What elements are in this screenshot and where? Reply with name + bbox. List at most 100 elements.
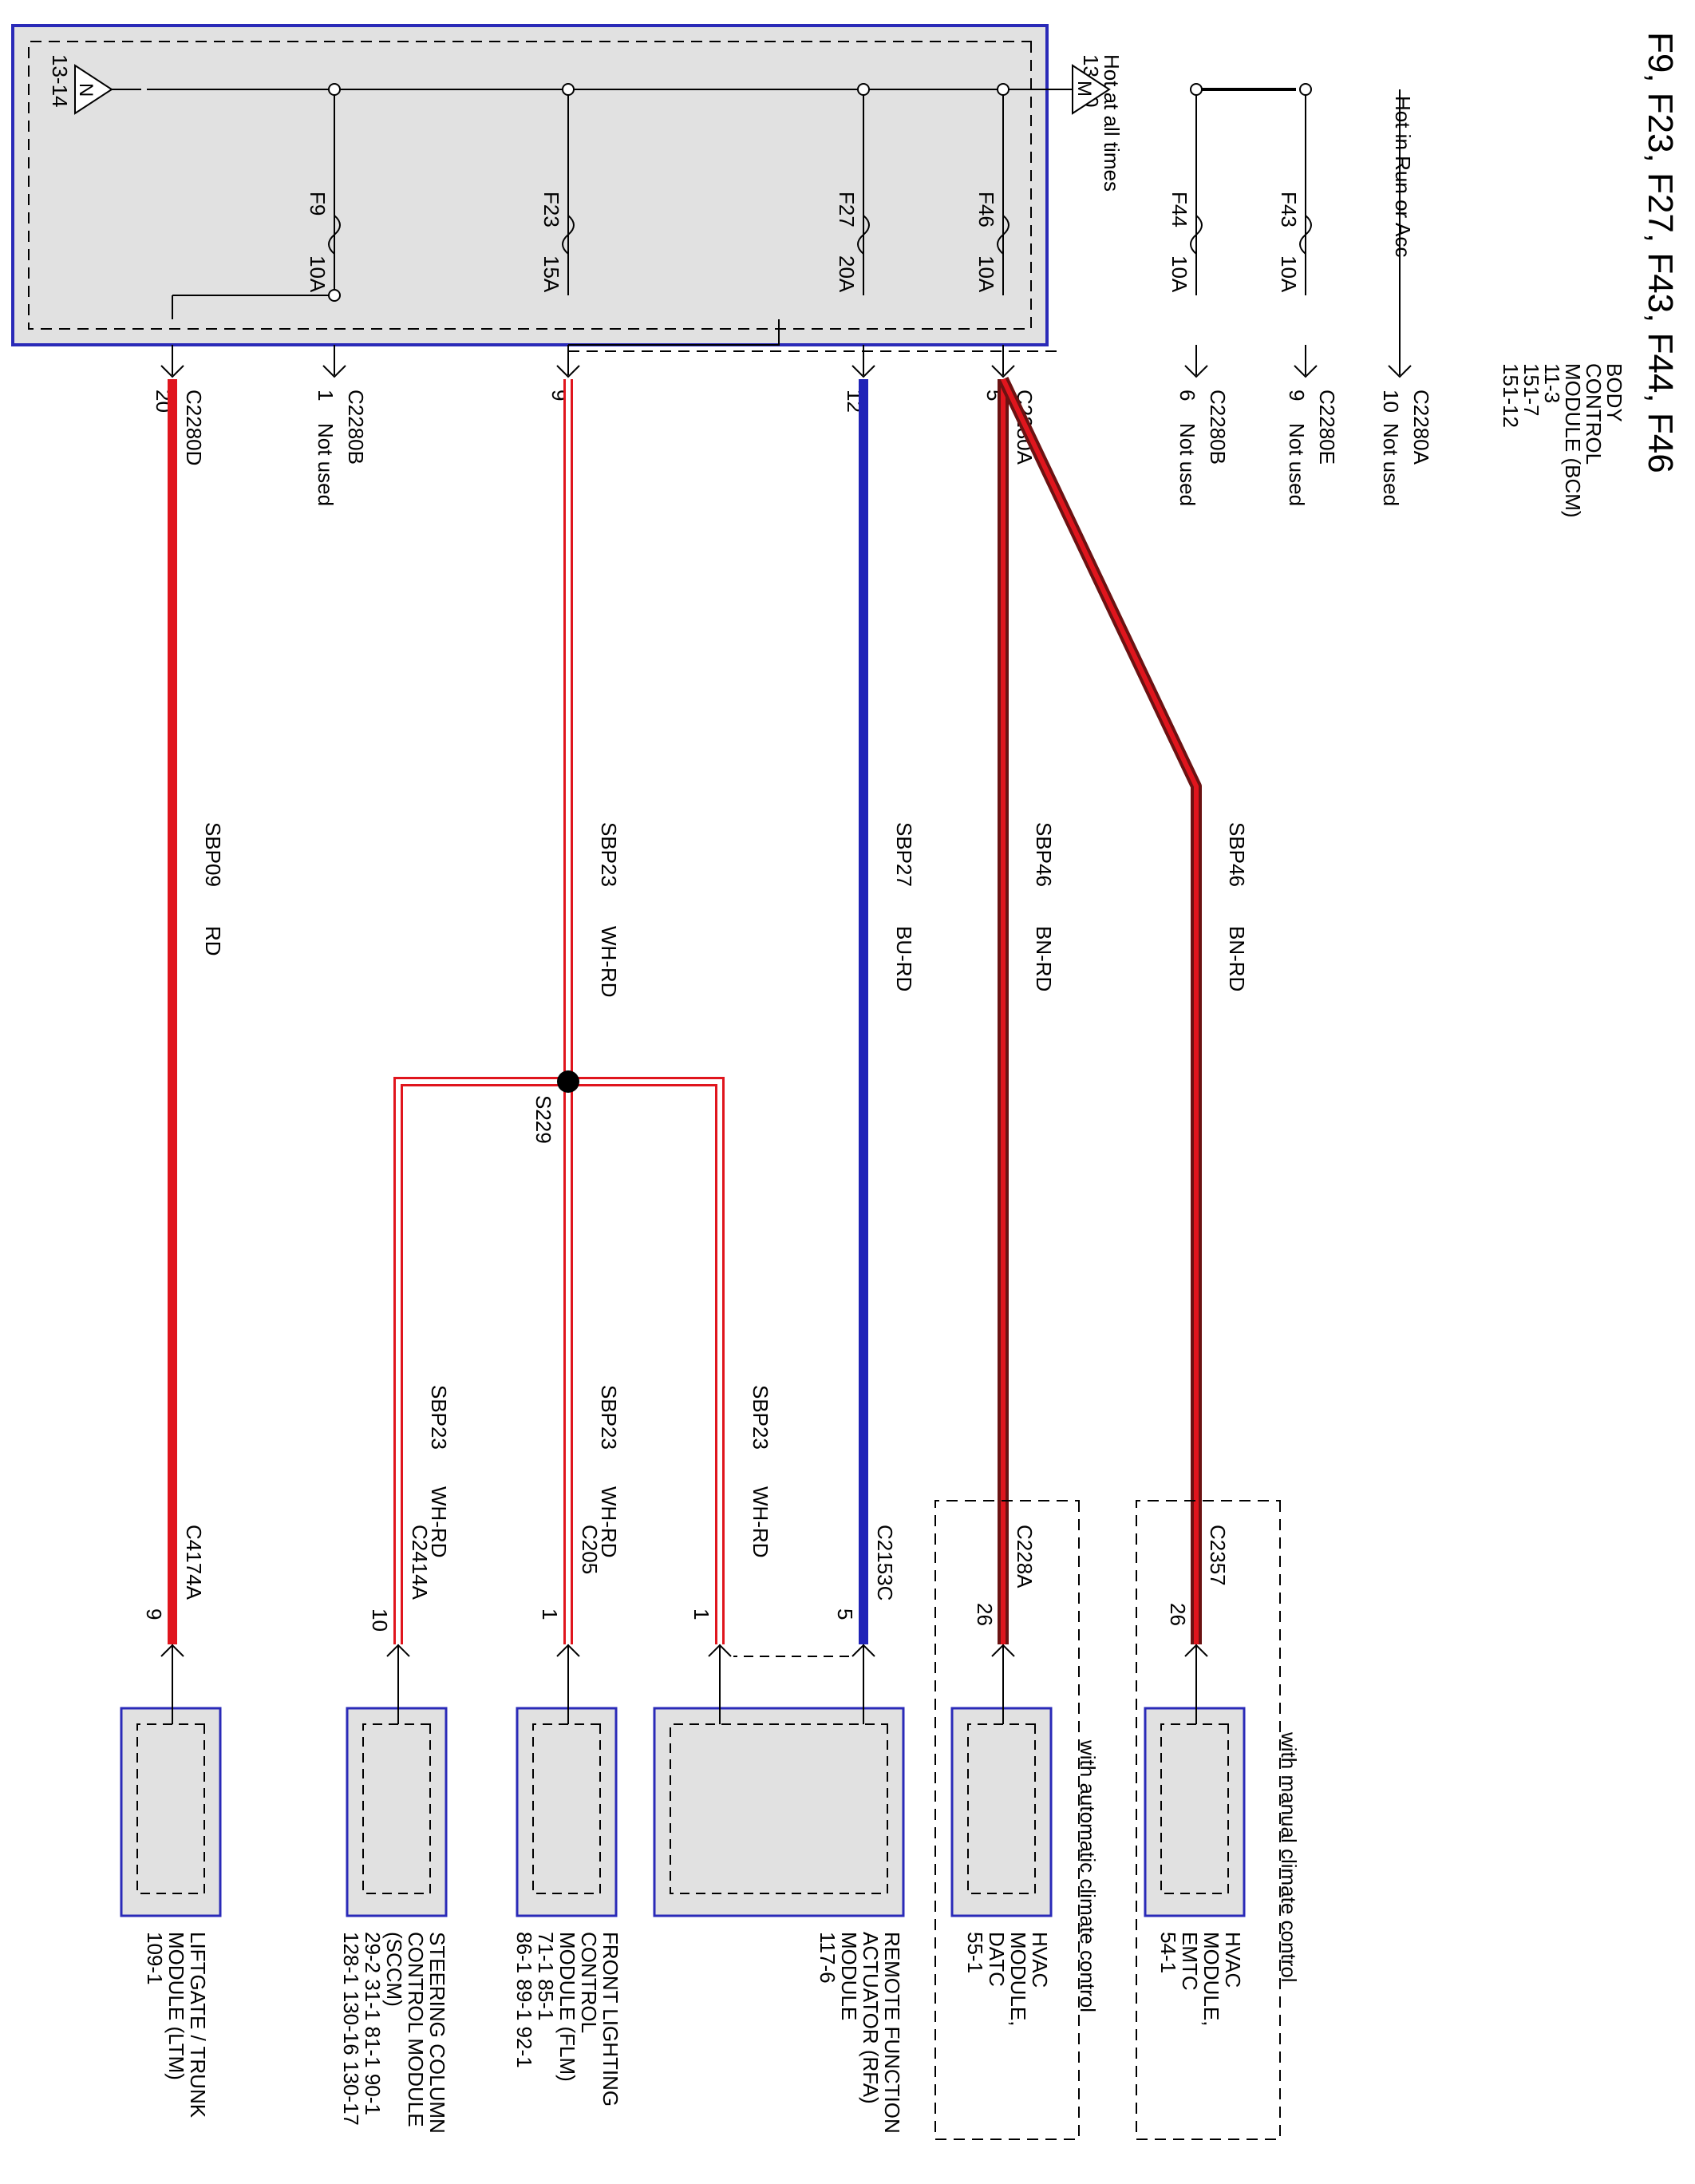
- component-name-line: 117-6: [816, 1932, 840, 1984]
- wire-labels: SBP09 RD SBP23 WH-RD SBP27 BU-RD SBP46 B…: [201, 822, 1249, 1558]
- bcm-pin: 1: [314, 390, 338, 401]
- module-ltm: [120, 1692, 222, 1917]
- fuse-branches: [172, 89, 1306, 346]
- bcm-note: Not used: [1379, 423, 1403, 506]
- component-name-line: HVAC: [1028, 1932, 1052, 1988]
- component-name-line: 29-2 31-1 81-1 90-1: [361, 1932, 385, 2115]
- ground-ref-label: 13-14: [48, 54, 72, 108]
- option-box-manual: [1136, 1500, 1281, 2140]
- bcm-connector: C2280D: [182, 390, 206, 465]
- module-sccm: [346, 1692, 448, 1917]
- component-name-line: CONTROL MODULE: [404, 1932, 428, 2127]
- bcm-name-line: MODULE (BCM): [1561, 363, 1585, 518]
- flag-m: M: [1072, 64, 1111, 115]
- bcm-connector-labels: C2280D 20 C2280B 1 Not used 9 12 C2280A …: [152, 390, 1433, 506]
- fuse-labels: F9 10A F23 15A F27 20A F46 10A F44 10A F…: [306, 192, 1301, 293]
- component-name-line: MODULE (FLM): [555, 1932, 579, 2082]
- component-name-line: 86-1 89-1 92-1: [512, 1932, 536, 2068]
- fuse-id: F27: [835, 192, 859, 228]
- bcm-note: Not used: [1285, 423, 1309, 506]
- component-pin: 26: [1166, 1603, 1190, 1626]
- flag-n-letter: N: [75, 83, 97, 97]
- option-box-automatic: [934, 1500, 1080, 2140]
- bcm-label: BODY CONTROL MODULE (BCM) 11-3 151-7 151…: [1499, 363, 1626, 518]
- module-rfa: [653, 1692, 905, 1917]
- bcm-name-line: CONTROL: [1582, 363, 1606, 465]
- wire-circuit: SBP27: [892, 822, 916, 887]
- wire-circuit: SBP23: [597, 822, 621, 887]
- component-name-line: ACTUATOR (RFA): [859, 1932, 883, 2104]
- bcm-ref-line: 151-7: [1519, 363, 1543, 417]
- wire-circuit: SBP46: [1225, 822, 1249, 887]
- component-name-line: LIFTGATE / TRUNK: [186, 1932, 210, 2119]
- component-connector: C2153C: [873, 1525, 897, 1600]
- fuse-id: F46: [974, 192, 998, 228]
- component-pin: 10: [368, 1608, 392, 1632]
- component-connector: C4174A: [182, 1525, 206, 1600]
- fuse-rating: 10A: [306, 255, 330, 293]
- component-name-line: MODULE (LTM): [164, 1932, 188, 2080]
- fuse-symbols: [328, 215, 1312, 255]
- wire-color: WH-RD: [597, 926, 621, 998]
- wire-color: WH-RD: [749, 1486, 772, 1558]
- diagram-title: F9, F23, F27, F43, F44, F46: [1641, 32, 1680, 473]
- flag-n: N: [74, 64, 113, 115]
- wire-circuit: SBP23: [427, 1385, 451, 1450]
- splice-s229: [557, 1070, 579, 1093]
- option-label-manual: with manual climate control: [1277, 1731, 1301, 1983]
- fuse-rating: 10A: [1168, 255, 1191, 293]
- wire-circuit: SBP23: [597, 1385, 621, 1450]
- wire-color: BN-RD: [1032, 926, 1056, 991]
- fuse-rating: 10A: [974, 255, 998, 293]
- component-pin: 1: [689, 1608, 713, 1620]
- bcm-connector: C2280E: [1315, 390, 1339, 465]
- bcm-ref-line: 151-12: [1499, 363, 1523, 428]
- wire-color: BN-RD: [1225, 926, 1249, 991]
- component-name-line: REMOTE FUNCTION: [880, 1932, 904, 2134]
- component-name-line: 109-1: [143, 1932, 167, 1985]
- component-pin: 9: [142, 1608, 166, 1620]
- component-name-line: STEERING COLUMN: [425, 1932, 449, 2134]
- component-name-line: MODULE: [837, 1932, 861, 2020]
- bcm-note: Not used: [1175, 423, 1199, 506]
- option-label-automatic: with automatic climate control: [1076, 1739, 1100, 2012]
- flag-m-letter: M: [1073, 81, 1095, 97]
- fuse-rating: 10A: [1277, 255, 1301, 293]
- component-name-line: 71-1 85-1: [534, 1932, 558, 2020]
- component-name-line: 54-1: [1156, 1932, 1180, 1973]
- hot-run-acc-label: Hot in Run or Acc: [1391, 96, 1415, 257]
- bcm-connector-arrows: [160, 89, 1412, 378]
- bcm-name-line: BODY: [1602, 363, 1626, 422]
- fuse-id: F43: [1277, 192, 1301, 228]
- module-flm: [516, 1692, 618, 1917]
- wire-circuit: SBP46: [1032, 822, 1056, 887]
- component-name-line: CONTROL: [577, 1932, 601, 2033]
- component-connector: C2414A: [408, 1525, 432, 1600]
- bcm-pin: 9: [1285, 390, 1309, 401]
- component-modules: [120, 1692, 1246, 1917]
- component-connector: C205: [578, 1525, 602, 1574]
- component-connector: C2357: [1206, 1525, 1230, 1586]
- component-name-line: 55-1: [963, 1932, 987, 1973]
- splice-label: S229: [531, 1095, 555, 1144]
- component-name-line: (SCCM): [382, 1932, 406, 2007]
- hot-at-all-times-label: Hot at all times: [1100, 54, 1124, 192]
- bcm-pin: 10: [1379, 390, 1403, 413]
- bcm-pin: 6: [1175, 390, 1199, 401]
- bus-nodes: [328, 83, 1312, 302]
- component-name-line: DATC: [985, 1932, 1009, 1987]
- wire-sbp46-b: [998, 376, 1202, 1644]
- wire-color: RD: [201, 926, 225, 956]
- fuse-rating: 20A: [835, 255, 859, 293]
- component-pin: 1: [538, 1608, 562, 1620]
- component-name-line: 128-1 130-16 130-17: [339, 1932, 363, 2126]
- component-connector-labels: C4174A 9 C2414A 10 C205 1 1 C2153C 5 C22…: [142, 1525, 1230, 1632]
- bcm-connector: C2280B: [344, 390, 368, 465]
- component-connector: C228A: [1013, 1525, 1037, 1589]
- component-connector-arrows: [160, 1644, 1208, 1692]
- fuse-rating: 15A: [539, 255, 563, 293]
- fuse-id: F23: [539, 192, 563, 228]
- wire-color: WH-RD: [427, 1486, 451, 1558]
